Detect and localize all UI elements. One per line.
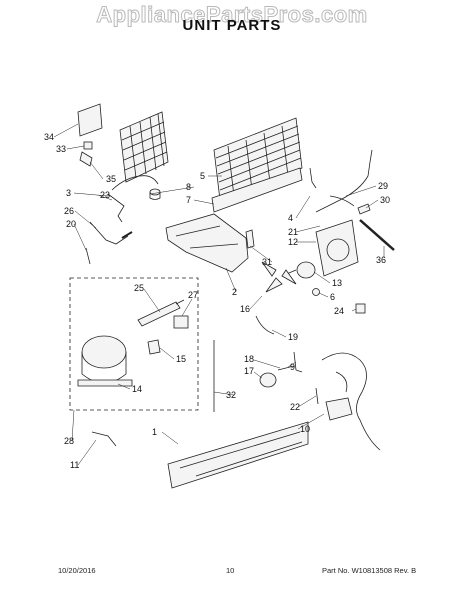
- part-18-screw: [277, 365, 295, 371]
- callout: 26: [64, 206, 74, 216]
- callout-labels: 34 33 35 3 23 26 20 5 8 7 29 30 4 21 12 …: [44, 132, 390, 470]
- part-condenser-coil: [119, 111, 169, 183]
- part-26-tube: [89, 221, 133, 245]
- watermark: AppliancePartsPros.com: [96, 2, 368, 28]
- part-17-valve: [259, 372, 277, 388]
- callout: 20: [66, 219, 76, 229]
- part-3-tube: [107, 175, 159, 223]
- callout: 25: [134, 283, 144, 293]
- part-36-rod: [359, 219, 395, 251]
- callout: 18: [244, 354, 254, 364]
- callout: 9: [290, 362, 295, 372]
- callout: 5: [200, 171, 205, 181]
- callout: 31: [262, 257, 272, 267]
- part-33-clip: [83, 141, 93, 150]
- callout: 4: [288, 213, 293, 223]
- callout: 33: [56, 144, 66, 154]
- part-8-drier: [149, 188, 161, 200]
- callout: 1: [152, 427, 157, 437]
- part-12-shroud: [315, 219, 359, 277]
- callout: 34: [44, 132, 54, 142]
- footer-date: 10/20/2016: [58, 566, 96, 575]
- callout: 14: [132, 384, 142, 394]
- callout: 22: [290, 402, 300, 412]
- part-15-overload: [147, 339, 161, 355]
- part-9-hook: [293, 351, 303, 373]
- part-5-evaporator: [213, 117, 303, 201]
- part-27-relay: [173, 315, 189, 329]
- part-2-housing: [165, 213, 249, 273]
- callout: 27: [188, 290, 198, 300]
- callout: 21: [288, 227, 298, 237]
- callout: 28: [64, 436, 74, 446]
- callout: 23: [100, 190, 110, 200]
- callout: 11: [70, 460, 79, 470]
- callout: 7: [186, 195, 191, 205]
- callout: 29: [378, 181, 388, 191]
- part-30-clip: [357, 203, 371, 215]
- callout: 19: [288, 332, 298, 342]
- callout: 30: [380, 195, 390, 205]
- part-7-cover: [211, 167, 303, 213]
- callout: 17: [244, 366, 254, 376]
- part-29-heater: [329, 195, 355, 207]
- footer-part-no: Part No. W10813508 Rev. B: [322, 566, 417, 575]
- part-35-clip: [79, 151, 93, 167]
- compressor-group-box: [69, 277, 199, 411]
- part-10-wire-harness: [321, 352, 381, 451]
- callout: 6: [330, 292, 335, 302]
- part-34-bracket: [77, 103, 103, 137]
- callout: 3: [66, 188, 71, 198]
- callout: 32: [226, 390, 236, 400]
- part-19-tube: [255, 315, 275, 335]
- part-24-clip: [355, 303, 366, 314]
- callout: 36: [376, 255, 386, 265]
- callout: 24: [334, 306, 344, 316]
- callout: 13: [332, 278, 342, 288]
- part-20-screw: [85, 247, 91, 265]
- page-title: UNIT PARTS: [182, 17, 282, 34]
- part-25-harness: [137, 299, 185, 327]
- footer-page: 10: [226, 566, 235, 575]
- callout: 2: [232, 287, 237, 297]
- part-14-compressor: [77, 335, 133, 387]
- callout: 35: [106, 174, 116, 184]
- part-6-grommet: [312, 288, 320, 296]
- part-22-screw: [315, 387, 319, 405]
- leader-lines: [53, 123, 385, 466]
- part-31-bracket: [245, 229, 255, 249]
- callout: 16: [240, 304, 250, 314]
- part-4-sensor: [309, 149, 373, 213]
- part-16-fan-blade: [261, 261, 297, 293]
- part-11-clip: [91, 431, 117, 447]
- part-1-base-plate: [167, 421, 309, 489]
- callout: 12: [288, 237, 298, 247]
- callout: 8: [186, 182, 191, 192]
- callout: 10: [300, 424, 310, 434]
- callout: 15: [176, 354, 186, 364]
